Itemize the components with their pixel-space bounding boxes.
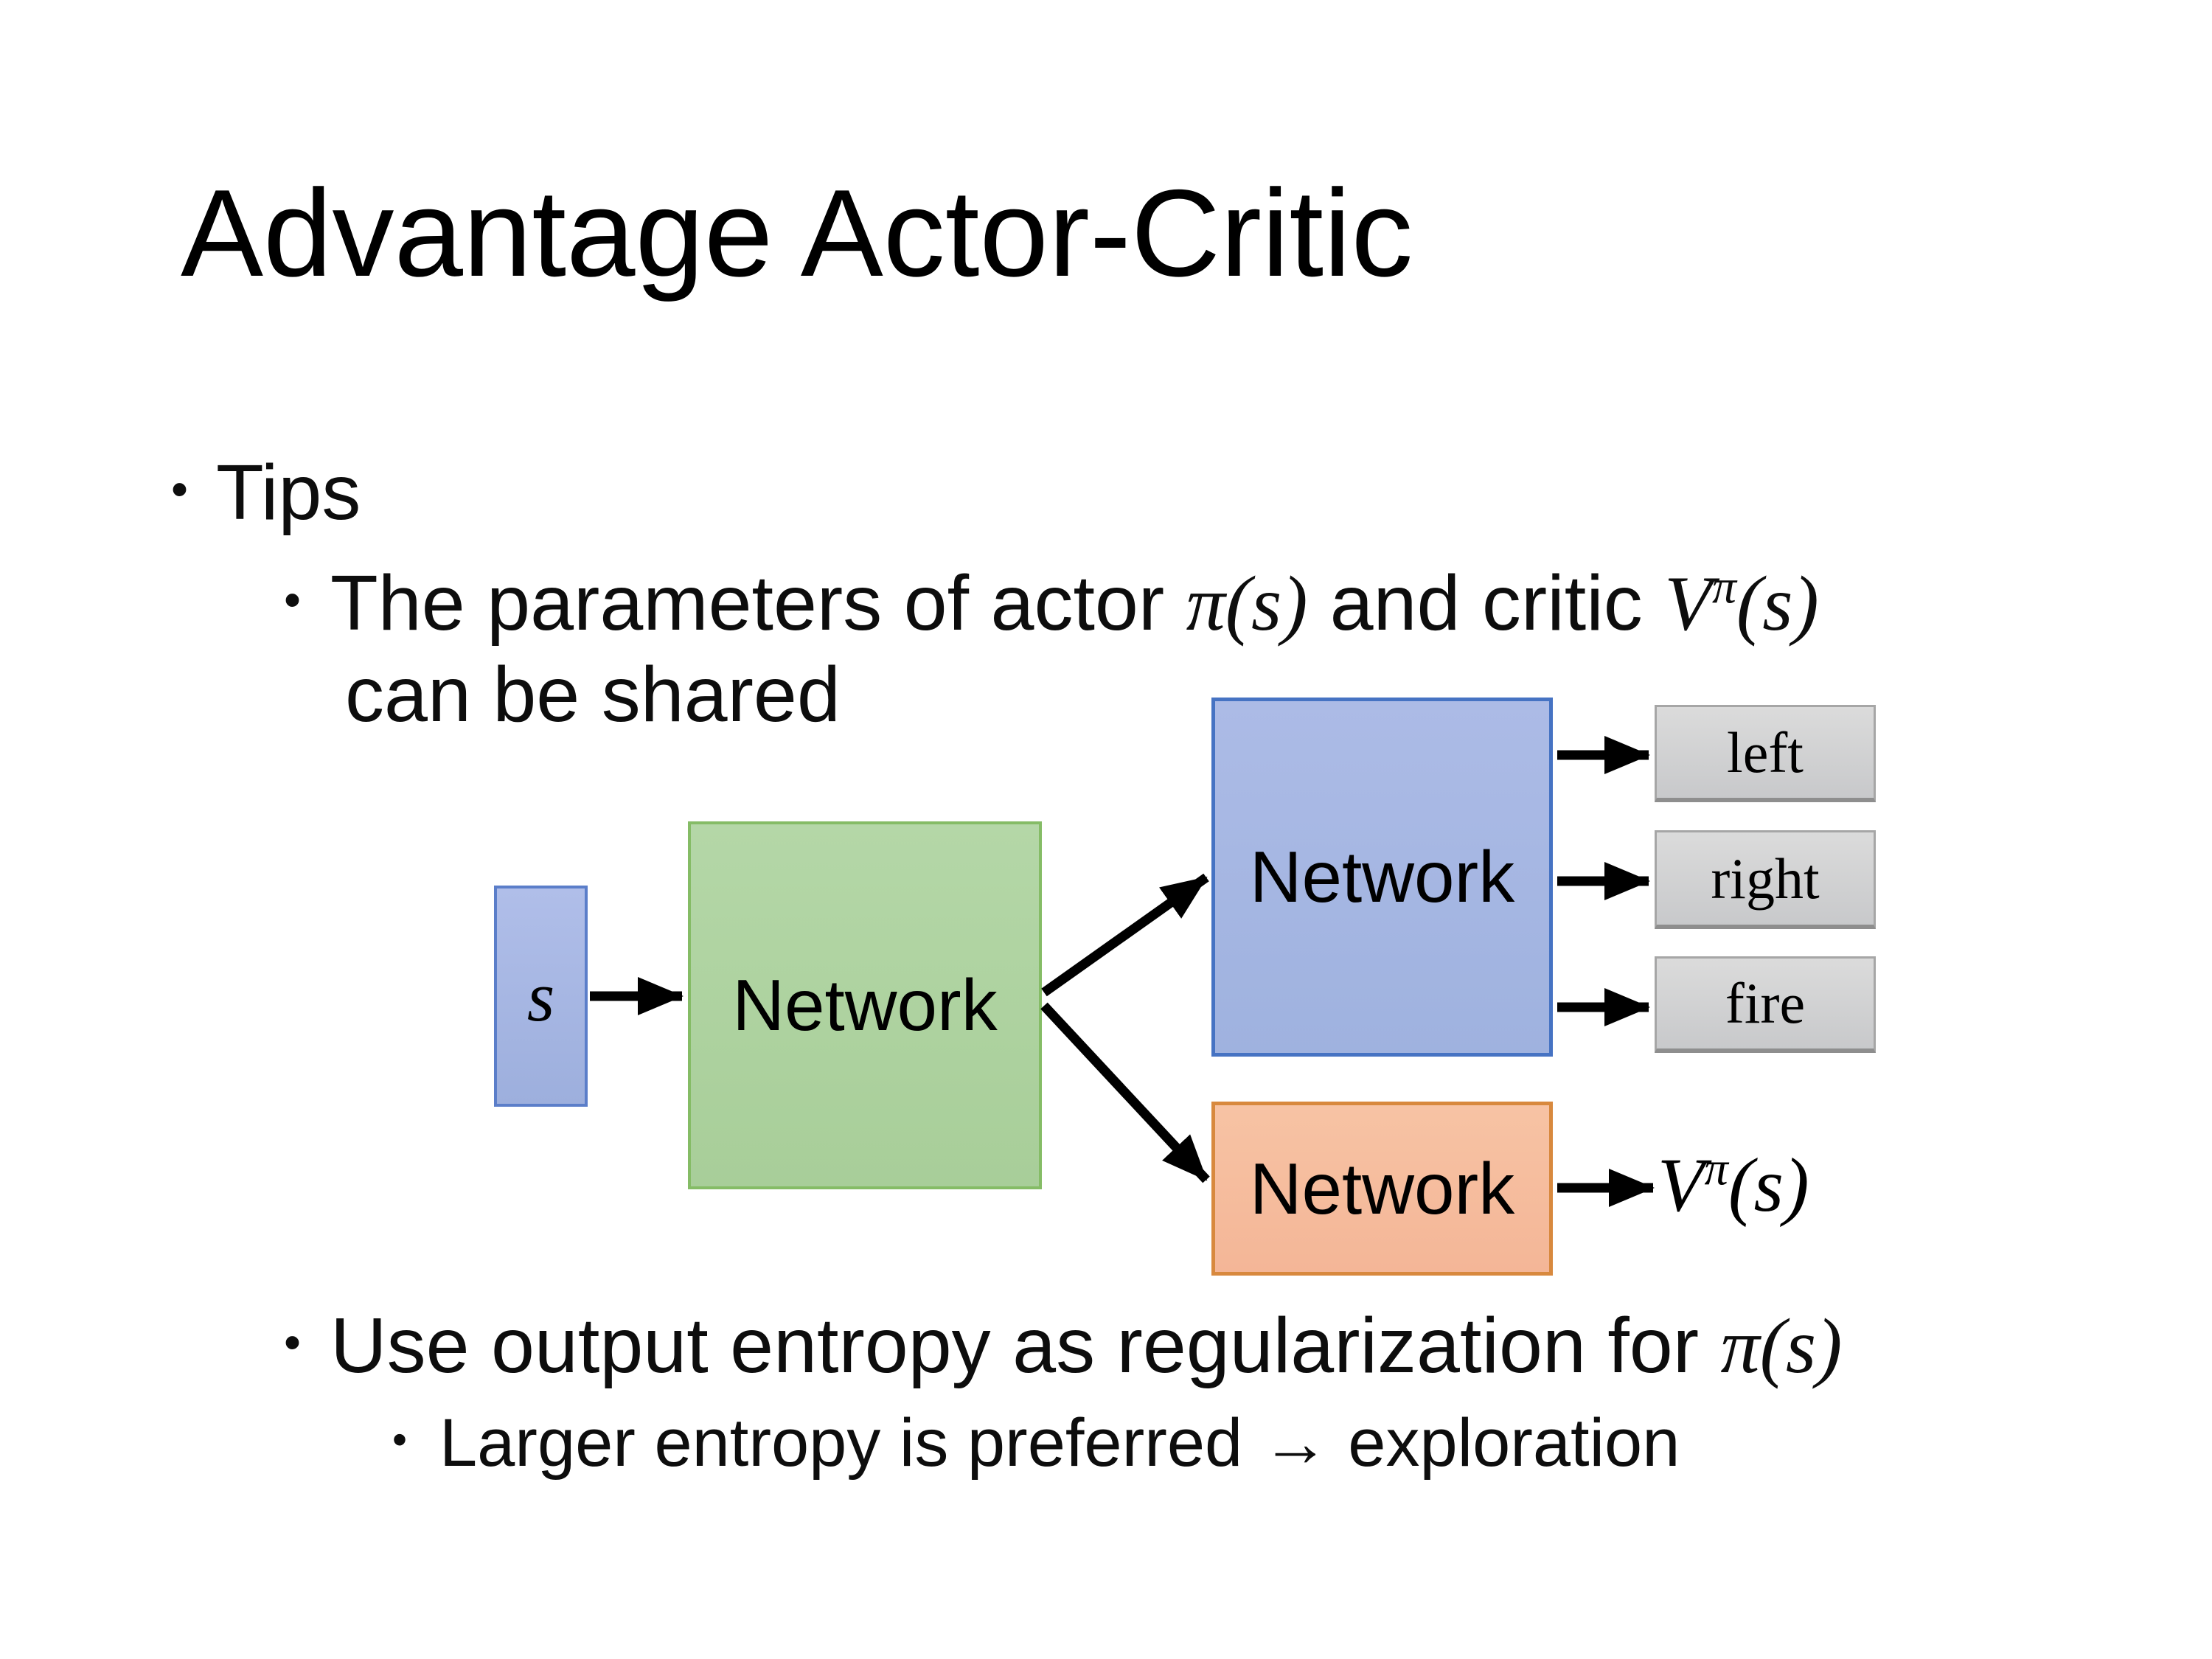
arrow-shared-to-actor bbox=[1041, 873, 1209, 997]
value-args: (s) bbox=[1728, 1143, 1809, 1228]
shared-mid-text: and critic bbox=[1329, 560, 1665, 647]
actor-policy-math: π(s) bbox=[1186, 560, 1308, 647]
actor-network-label: Network bbox=[1249, 836, 1515, 917]
value-output-math: Vπ(s) bbox=[1658, 1141, 1809, 1229]
value-sup: π bbox=[1711, 560, 1736, 614]
shared-network-box: Network bbox=[688, 821, 1042, 1189]
critic-network-label: Network bbox=[1249, 1147, 1515, 1229]
arrow-shared-to-critic bbox=[1040, 1002, 1210, 1183]
critic-value-math: Vπ(s) bbox=[1664, 560, 1819, 647]
policy-math: π(s) bbox=[1720, 1303, 1843, 1389]
value-base: V bbox=[1658, 1143, 1705, 1228]
bullet-dot: • bbox=[284, 572, 302, 627]
shared-params-line2: can be shared bbox=[345, 651, 841, 738]
value-base: V bbox=[1664, 560, 1712, 647]
action-output-left: left bbox=[1655, 705, 1876, 802]
shared-pre-text: The parameters of actor bbox=[330, 560, 1186, 647]
actor-network-box: Network bbox=[1211, 698, 1553, 1057]
value-args: (s) bbox=[1736, 560, 1819, 647]
page-title: Advantage Actor-Critic bbox=[181, 164, 1413, 302]
tips-label: Tips bbox=[216, 449, 361, 536]
bullet-entropy: • Use output entropy as regularization f… bbox=[284, 1301, 1842, 1391]
bullet-dot: • bbox=[284, 1315, 302, 1369]
bullet-dot: • bbox=[171, 462, 189, 516]
critic-network-box: Network bbox=[1211, 1102, 1553, 1276]
state-input-box: s bbox=[494, 886, 588, 1107]
entropy-text: Use output entropy as regularization for… bbox=[330, 1301, 1842, 1391]
shared-network-label: Network bbox=[732, 964, 998, 1046]
bullet-tips: • Tips bbox=[171, 448, 361, 538]
bullet-exploration: • Larger entropy is preferred → explorat… bbox=[392, 1405, 1680, 1483]
bullet-dot: • bbox=[392, 1416, 407, 1464]
action-output-right: right bbox=[1655, 830, 1876, 929]
state-label: s bbox=[526, 956, 555, 1036]
exploration-text: Larger entropy is preferred → exploratio… bbox=[439, 1405, 1680, 1481]
shared-params-text: The parameters of actor π(s)and critic V… bbox=[330, 559, 1819, 649]
value-sup: π bbox=[1704, 1142, 1728, 1195]
entropy-pre-text: Use output entropy as regularization for bbox=[330, 1302, 1721, 1389]
bullet-shared-params: • The parameters of actor π(s)and critic… bbox=[284, 559, 1819, 649]
action-output-fire: fire bbox=[1655, 956, 1876, 1053]
